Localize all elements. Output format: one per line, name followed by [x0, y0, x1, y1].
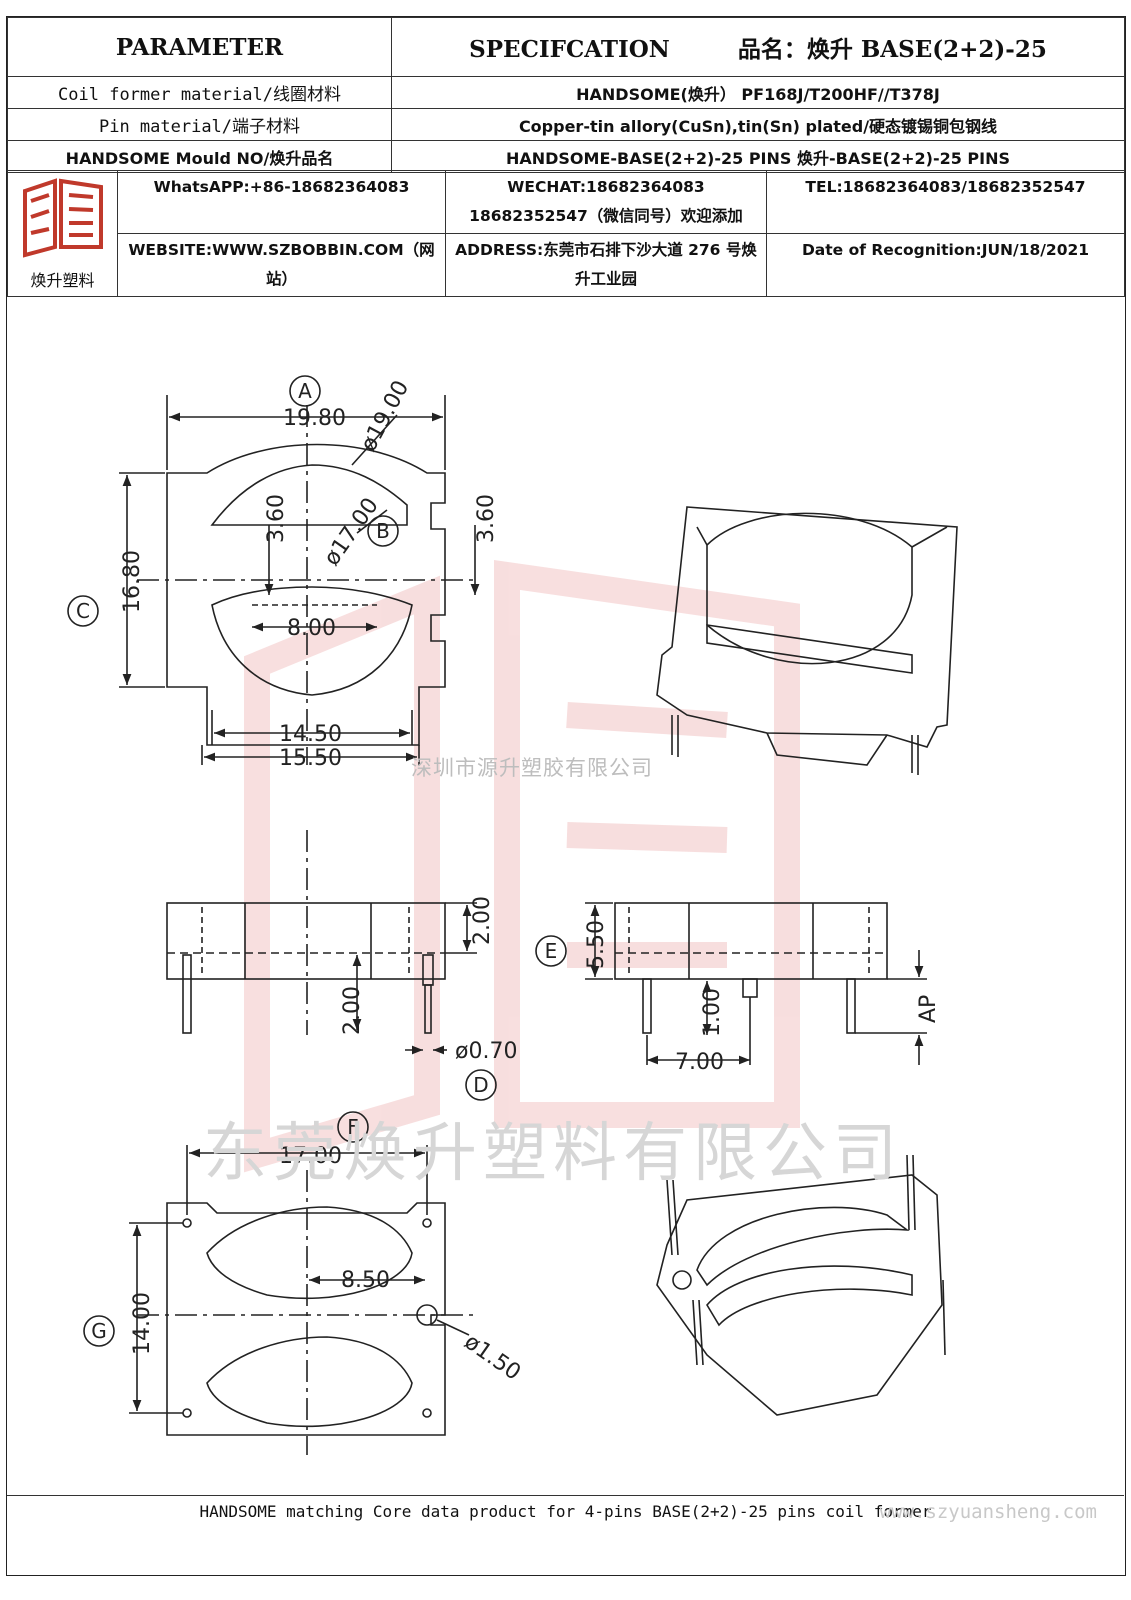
product-title: 品名：焕升 BASE(2+2)-25	[737, 36, 1047, 63]
dimension-labels: 19.80 ø19.00 ø17.00 3.60 3.60 16.80 8.00…	[120, 377, 941, 1386]
ref-a: A	[298, 379, 312, 403]
dim-dia-1-50: ø1.50	[460, 1329, 525, 1385]
top-view	[119, 395, 480, 765]
ref-f: F	[347, 1115, 359, 1139]
specification-header: SPECIFCATION 品名：焕升 BASE(2+2)-25	[391, 17, 1125, 77]
dim-dia-19: ø19.00	[356, 377, 414, 456]
recognition-date: Date of Recognition:JUN/18/2021	[766, 233, 1125, 297]
footer-divider	[7, 1495, 1124, 1496]
pin-material-value: Copper-tin allory(CuSn),tin(Sn) plated/硬…	[391, 108, 1125, 141]
dim-3-60-right: 3.60	[474, 494, 499, 543]
watermark-company-big: 东莞焕升塑料有限公司	[203, 1117, 903, 1191]
pin-material-label: Pin material/端子材料	[7, 108, 392, 141]
watermark-company-small: 深圳市源升塑胶有限公司	[411, 756, 653, 780]
dim-ap: AP	[916, 995, 941, 1023]
reference-letters: A B C D E F G	[76, 379, 557, 1343]
dim-dia-0-70: ø0.70	[455, 1039, 517, 1064]
side-view-left	[166, 830, 477, 1055]
spec-label: SPECIFCATION	[469, 36, 670, 63]
ref-c: C	[76, 599, 90, 623]
technical-drawing: 19.80 ø19.00 ø17.00 3.60 3.60 16.80 8.00…	[67, 375, 958, 1455]
watermark-url: www.szyuansheng.com	[879, 1501, 1097, 1523]
ref-g: G	[91, 1319, 107, 1343]
reference-markers	[67, 375, 567, 1347]
dim-dia-17: ø17.00	[319, 493, 383, 570]
dim-14-50: 14.50	[279, 722, 342, 747]
dim-8-00: 8.00	[287, 616, 336, 641]
dim-3-60-left: 3.60	[264, 494, 289, 543]
bottom-view	[129, 1145, 477, 1455]
ref-d: D	[473, 1073, 488, 1097]
mould-no-value: HANDSOME-BASE(2+2)-25 PINS 焕升-BASE(2+2)-…	[391, 140, 1125, 173]
parameter-header: PARAMETER	[7, 17, 392, 77]
mould-no-label: HANDSOME Mould NO/焕升品名	[7, 140, 392, 173]
dim-2-00-pin: 2.00	[340, 986, 365, 1035]
dim-14-00: 14.00	[130, 1292, 155, 1355]
coil-material-label: Coil former material/线圈材料	[7, 76, 392, 109]
ref-b: B	[376, 519, 390, 543]
isometric-top	[656, 506, 958, 775]
logo-watermark	[244, 560, 800, 1173]
dim-19-80: 19.80	[283, 406, 346, 431]
contact-table: 焕升塑料 WhatsAPP:+86-18682364083 WECHAT:186…	[7, 170, 1125, 297]
address: ADDRESS:东莞市石排下沙大道 276 号焕升工业园	[445, 233, 767, 297]
dim-15-50: 15.50	[279, 746, 342, 771]
dim-1-00: 1.00	[700, 988, 725, 1037]
dim-17-00: 17.00	[279, 1144, 342, 1169]
dim-8-50: 8.50	[341, 1268, 390, 1293]
side-view-right	[585, 902, 927, 1065]
dim-7-00: 7.00	[675, 1050, 724, 1075]
logo-caption: 焕升塑料	[30, 270, 95, 290]
whatsapp: WhatsAPP:+86-18682364083	[117, 170, 446, 234]
dim-2-00-top: 2.00	[470, 896, 495, 945]
dim-16-80: 16.80	[120, 550, 145, 613]
wechat: WECHAT:18682364083 18682352547（微信同号）欢迎添加	[445, 170, 767, 234]
coil-material-value: HANDSOME(焕升） PF168J/T200HF//T378J	[391, 76, 1125, 109]
footer-text: HANDSOME matching Core data product for …	[199, 1502, 932, 1521]
dim-5-50: 5.50	[584, 920, 609, 969]
website: WEBSITE:WWW.SZBOBBIN.COM（网站）	[117, 233, 446, 297]
ref-e: E	[545, 939, 558, 963]
spec-sheet: PARAMETER SPECIFCATION 品名：焕升 BASE(2+2)-2…	[6, 16, 1126, 1576]
parameter-table: PARAMETER SPECIFCATION 品名：焕升 BASE(2+2)-2…	[7, 17, 1125, 173]
company-logo: 焕升塑料	[7, 170, 118, 297]
logo-icon	[22, 177, 103, 258]
isometric-bottom	[656, 1154, 946, 1416]
telephone: TEL:18682364083/18682352547	[766, 170, 1125, 234]
